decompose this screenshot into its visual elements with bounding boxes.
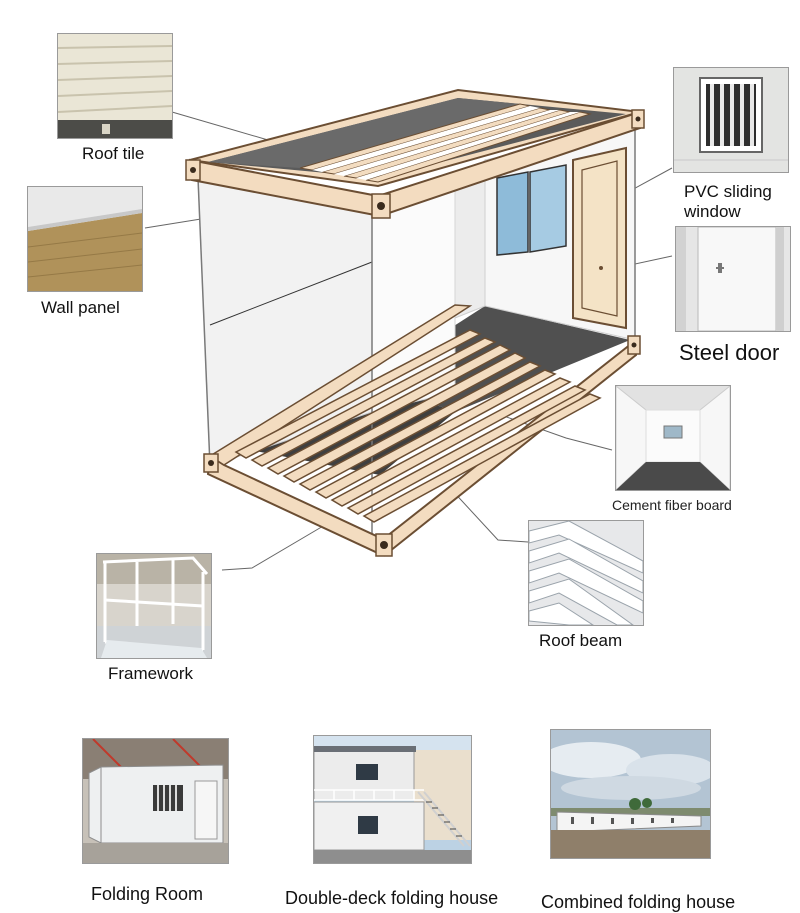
roof-beam-label: Roof beam (539, 631, 623, 650)
combined-house-photo (550, 729, 711, 859)
cement-board-photo (615, 385, 731, 491)
pvc-window-label-line2: window (684, 202, 741, 221)
floor-joists (234, 329, 602, 523)
double-deck-label: Double-deck folding house (285, 888, 499, 908)
roof-beam-photo (528, 520, 644, 626)
roof-tile-photo (57, 33, 173, 139)
leader-framework (221, 521, 331, 571)
cement-board-label: Cement fiber board (612, 497, 732, 513)
pvc-window-photo (673, 67, 789, 173)
wall-panel-label: Wall panel (41, 298, 120, 317)
framework-photo (96, 553, 212, 659)
roof-frame (188, 88, 641, 218)
folding-room-photo (82, 738, 229, 864)
combined-house-label: Combined folding house (541, 892, 736, 912)
steel-door-label: Steel door (679, 340, 780, 365)
pvc-window-label-line1: PVC sliding (684, 182, 772, 201)
container-house-diagram (144, 88, 673, 571)
roof-tile-label: Roof tile (82, 144, 145, 163)
wall-panel-photo (27, 186, 143, 292)
window-glass (496, 164, 567, 256)
leader-roof-beam (449, 487, 529, 543)
door-shape (572, 146, 627, 330)
double-deck-photo (313, 735, 472, 864)
folding-room-label: Folding Room (91, 884, 204, 904)
framework-label: Framework (108, 664, 194, 683)
steel-door-photo (675, 226, 791, 332)
